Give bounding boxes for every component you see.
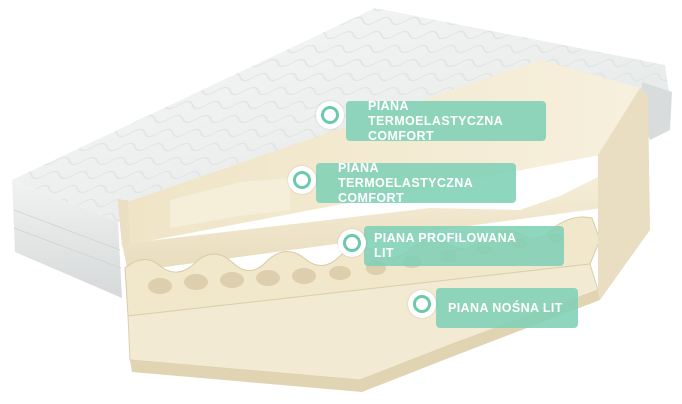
layer-label-3: PIANA PROFILOWANA LIT — [374, 231, 517, 260]
layer-label-2: PIANA TERMOELASTYCZNA COMFORT — [338, 160, 474, 205]
layer-label-4: PIANA NOŚNA LIT — [448, 300, 563, 315]
layer-label-1: PIANA TERMOELASTYCZNA COMFORT — [368, 98, 504, 143]
circle-marker-icon — [316, 101, 344, 129]
circle-marker-icon — [288, 166, 316, 194]
layer-callout-1: PIANA TERMOELASTYCZNA COMFORT — [346, 98, 546, 143]
layer-callout-4: PIANA NOŚNA LIT — [436, 288, 578, 328]
layer-callout-3: PIANA PROFILOWANA LIT — [364, 226, 564, 266]
circle-marker-icon — [408, 290, 436, 318]
circle-marker-icon — [338, 229, 366, 257]
layer-callout-2: PIANA TERMOELASTYCZNA COMFORT — [316, 160, 516, 205]
